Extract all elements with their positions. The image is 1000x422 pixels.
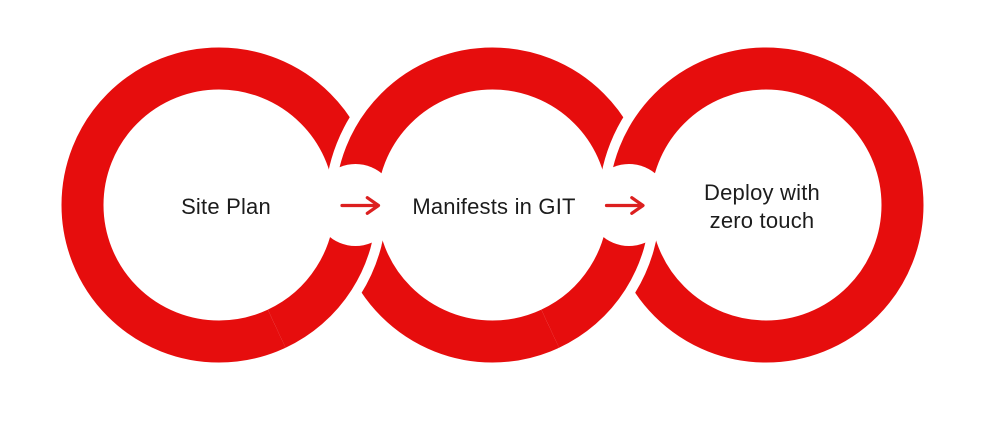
arrow-right-icon-2 <box>604 196 645 215</box>
step-label-line: Manifests in GIT <box>412 194 576 219</box>
arrow-right-icon-1 <box>340 196 381 215</box>
step-label-deploy-zero-touch: Deploy with zero touch <box>652 179 872 235</box>
step-label-line: Site Plan <box>181 194 271 219</box>
step-label-line: Deploy with <box>704 180 820 205</box>
step-label-site-plan: Site Plan <box>116 193 336 221</box>
step-label-manifests-in-git: Manifests in GIT <box>384 193 604 221</box>
step-label-line: zero touch <box>709 208 815 233</box>
